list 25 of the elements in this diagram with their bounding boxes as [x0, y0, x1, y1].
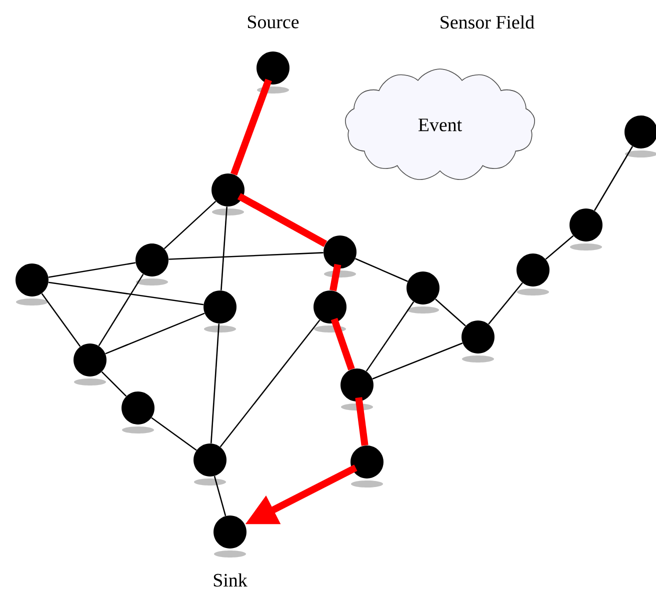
link-line — [41, 293, 81, 347]
link-line — [98, 274, 144, 346]
link-line — [372, 342, 463, 380]
link-line — [101, 371, 127, 397]
link-line — [366, 301, 414, 372]
cloud: Event — [345, 68, 535, 180]
link-line — [594, 146, 634, 211]
link-line — [168, 252, 324, 260]
link-line — [220, 206, 228, 290]
link-line — [164, 200, 216, 250]
link-line — [105, 312, 205, 354]
link-line — [435, 298, 466, 326]
link-line — [488, 282, 523, 324]
link-line — [48, 262, 136, 278]
field-label: Sensor Field — [440, 15, 534, 29]
link-line — [355, 258, 408, 282]
link-line — [330, 318, 355, 370]
link-line — [545, 235, 574, 260]
link-line — [220, 320, 320, 448]
link-line — [151, 417, 197, 451]
link-line — [237, 193, 328, 247]
link-line — [48, 282, 204, 306]
link-line — [210, 324, 220, 444]
node-label: Sink — [214, 573, 248, 587]
node-label: Source — [248, 16, 299, 28]
